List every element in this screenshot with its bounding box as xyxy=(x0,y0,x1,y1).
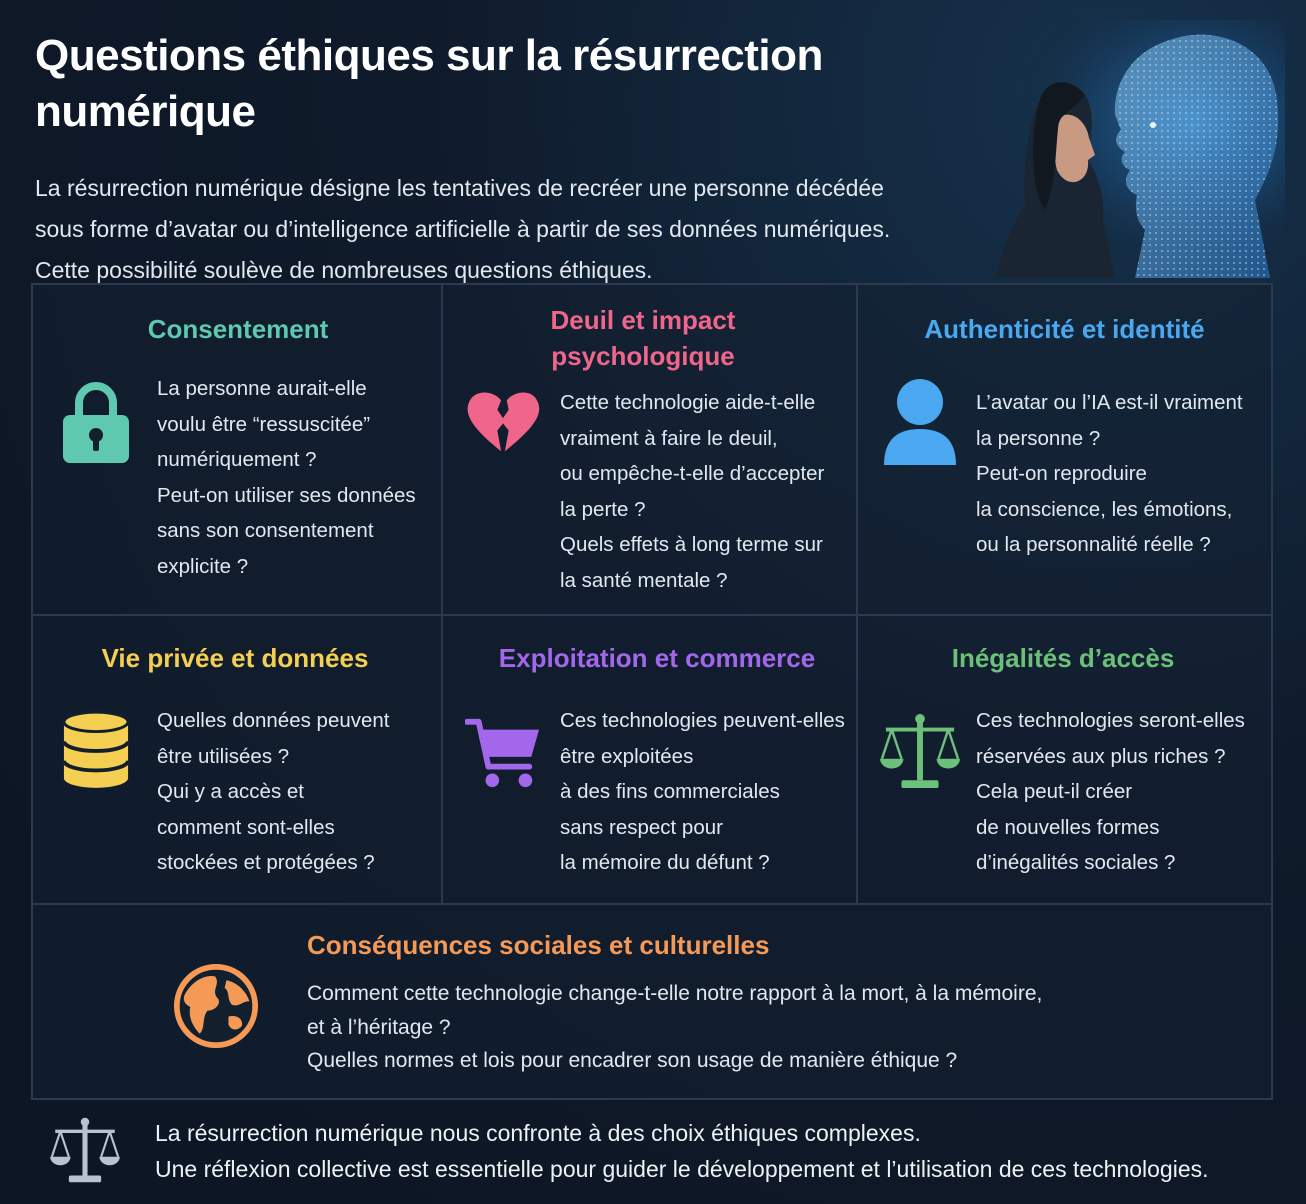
globe-icon xyxy=(173,963,259,1049)
page-title: Questions éthiques sur la résurrection n… xyxy=(35,31,823,136)
card-title-vie-privee: Vie privée et données xyxy=(101,643,369,673)
card-deuil: Deuil et impact psychologique Cette tech… xyxy=(443,285,858,616)
hero-illustration xyxy=(985,20,1285,278)
card-text-deuil: Cette technologie aide-t-elle vraiment à… xyxy=(560,391,825,592)
card-vie-privee: Vie privée et données Quelles données pe… xyxy=(33,616,443,905)
ai-head-icon xyxy=(1114,34,1279,278)
card-text-authenticite: L’avatar ou l’IA est-il vraiment la pers… xyxy=(976,391,1243,556)
card-text-vie-privee: Quelles données peuvent être utilisées ?… xyxy=(157,709,390,874)
card-consentement: Consentement La personne aurait-elle vou… xyxy=(33,285,443,616)
card-inegalites: Inégalités d’accès Ces technologies sero… xyxy=(858,616,1271,905)
scales-icon xyxy=(880,713,960,789)
header: Questions éthiques sur la résurrection n… xyxy=(35,28,995,291)
card-title-consequences: Conséquences sociales et culturelles xyxy=(307,930,770,960)
person-icon xyxy=(884,379,956,465)
lock-icon xyxy=(63,382,129,463)
card-authenticite: Authenticité et identité L’avatar ou l’I… xyxy=(858,285,1271,616)
shopping-cart-icon xyxy=(465,718,540,788)
intro-text: La résurrection numérique désigne les te… xyxy=(35,175,891,283)
broken-heart-icon xyxy=(467,392,540,452)
card-text-consentement: La personne aurait-elle voulu être “ress… xyxy=(157,377,416,578)
card-consequences: Conséquences sociales et culturelles Com… xyxy=(33,905,1271,1098)
footer-text: La résurrection numérique nous confronte… xyxy=(155,1120,1209,1182)
card-text-inegalites: Ces technologies seront-elles réservées … xyxy=(976,709,1245,874)
database-icon xyxy=(62,710,130,788)
card-exploitation: Exploitation et commerce Ces technologie… xyxy=(443,616,858,905)
card-title-inegalites: Inégalités d’accès xyxy=(951,643,1175,673)
ethics-grid: Consentement La personne aurait-elle vou… xyxy=(31,283,1273,1100)
card-title-consentement: Consentement xyxy=(147,314,329,344)
card-text-exploitation: Ces technologies peuvent-elles être expl… xyxy=(560,709,845,874)
card-text-consequences: Comment cette technologie change-t-elle … xyxy=(307,982,1043,1072)
woman-silhouette-icon xyxy=(995,82,1115,278)
card-title-authenticite: Authenticité et identité xyxy=(924,314,1205,344)
scales-icon xyxy=(50,1117,120,1183)
card-title-exploitation: Exploitation et commerce xyxy=(498,643,816,673)
card-title-deuil: Deuil et impact psychologique xyxy=(550,305,736,371)
